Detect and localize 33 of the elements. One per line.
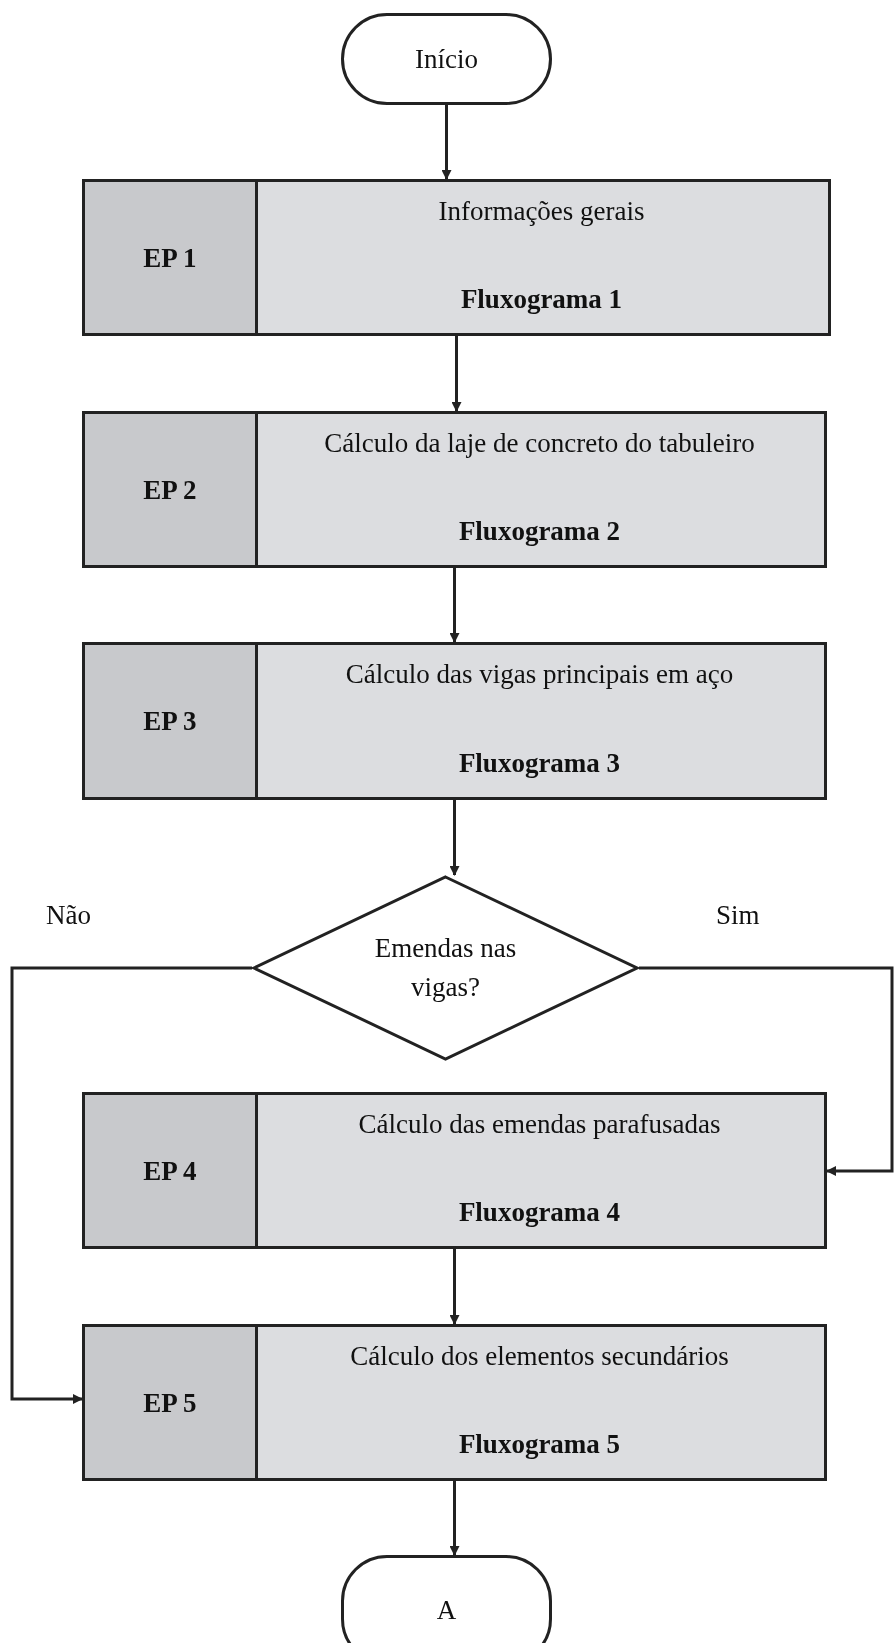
flowchart-reference: Fluxograma 2 bbox=[457, 516, 622, 547]
process-box bbox=[82, 411, 827, 568]
process-box bbox=[82, 179, 831, 336]
step-id: EP 2 bbox=[142, 474, 198, 505]
step-title: Informações gerais bbox=[437, 196, 646, 227]
step-title: Cálculo da laje de concreto do tabuleiro bbox=[323, 428, 756, 459]
terminal-label: Início bbox=[415, 43, 478, 75]
arrow bbox=[449, 800, 460, 876]
terminal-label: A bbox=[436, 1594, 457, 1626]
flowchart-reference: Fluxograma 1 bbox=[459, 284, 624, 315]
step-id: EP 5 bbox=[142, 1387, 198, 1418]
step-title: Cálculo das emendas parafusadas bbox=[357, 1109, 722, 1140]
step-title: Cálculo dos elementos secundários bbox=[349, 1341, 730, 1372]
flowchart-reference: Fluxograma 3 bbox=[457, 748, 622, 779]
step-id: EP 4 bbox=[142, 1155, 198, 1186]
arrow bbox=[451, 336, 462, 412]
process-box bbox=[82, 1324, 827, 1481]
process-box bbox=[82, 1092, 827, 1249]
flowchart-reference: Fluxograma 5 bbox=[457, 1429, 622, 1460]
step-title: Cálculo das vigas principais em aço bbox=[344, 659, 735, 690]
process-box bbox=[82, 642, 827, 800]
flowchart-reference: Fluxograma 4 bbox=[457, 1197, 622, 1228]
arrow bbox=[441, 105, 452, 180]
decision-label: Emendas nas vigas? bbox=[373, 931, 518, 1004]
step-id: EP 1 bbox=[142, 242, 198, 273]
arrow bbox=[449, 1249, 460, 1325]
step-id: EP 3 bbox=[142, 705, 198, 737]
arrow bbox=[449, 1481, 460, 1556]
arrow bbox=[10, 966, 252, 1404]
decision-diamond bbox=[252, 875, 639, 1061]
arrow bbox=[449, 568, 460, 643]
arrow bbox=[639, 966, 894, 1176]
terminal-shape bbox=[341, 1555, 552, 1643]
